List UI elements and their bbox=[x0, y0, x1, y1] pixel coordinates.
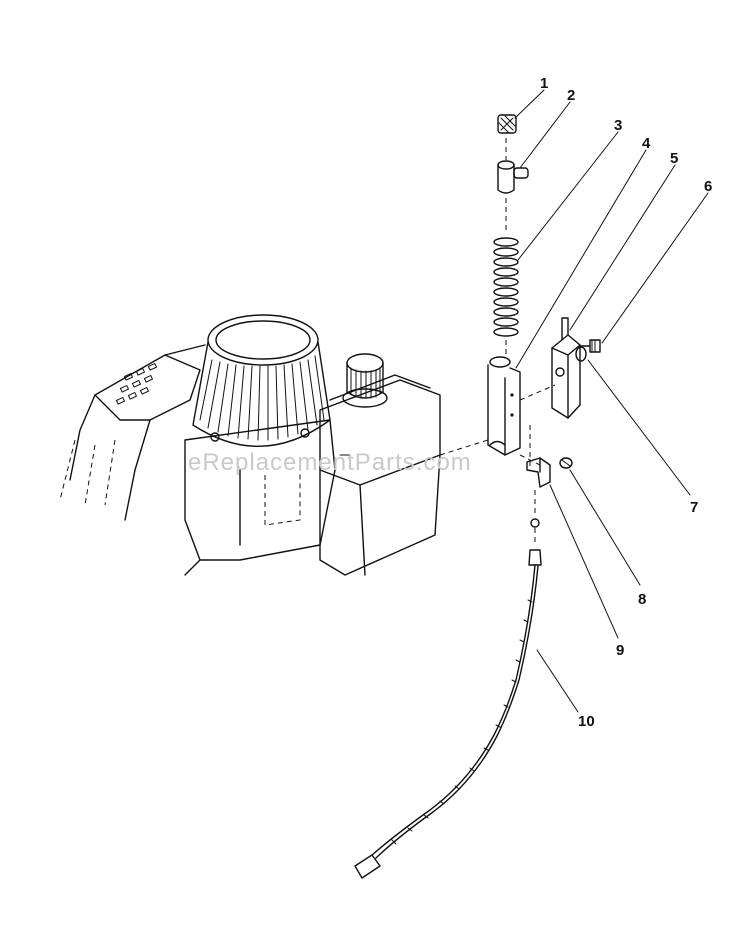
air-filter bbox=[192, 314, 331, 448]
callout-5: 5 bbox=[670, 150, 678, 167]
part-7-washer bbox=[575, 346, 587, 362]
part-4-housing bbox=[487, 356, 521, 456]
part-ball bbox=[530, 518, 540, 528]
part-8-screw bbox=[559, 457, 573, 469]
engine-assembly bbox=[59, 314, 441, 576]
vent-slots bbox=[115, 362, 158, 405]
part-1-cap bbox=[497, 114, 517, 134]
watermark-text: eReplacementParts.com bbox=[188, 449, 472, 476]
callout-8: 8 bbox=[638, 591, 646, 608]
part-2-fitting bbox=[497, 160, 529, 194]
fuel-cap bbox=[342, 353, 388, 408]
callout-4: 4 bbox=[642, 135, 651, 152]
part-3-spring bbox=[493, 237, 519, 337]
callout-3: 3 bbox=[614, 117, 622, 134]
callout-9: 9 bbox=[616, 642, 624, 659]
part-10-cable bbox=[354, 549, 542, 879]
callout-1: 1 bbox=[540, 75, 548, 92]
part-9-clamp bbox=[526, 457, 551, 488]
callout-6: 6 bbox=[704, 178, 712, 195]
leader-lines bbox=[514, 89, 709, 713]
callout-10: 10 bbox=[578, 713, 595, 730]
callout-2: 2 bbox=[567, 87, 575, 104]
part-5-bracket bbox=[551, 317, 581, 419]
part-6-screw bbox=[579, 339, 601, 353]
callout-7: 7 bbox=[690, 499, 698, 516]
callout-labels: 1 2 3 4 5 6 7 8 9 10 bbox=[540, 75, 712, 730]
